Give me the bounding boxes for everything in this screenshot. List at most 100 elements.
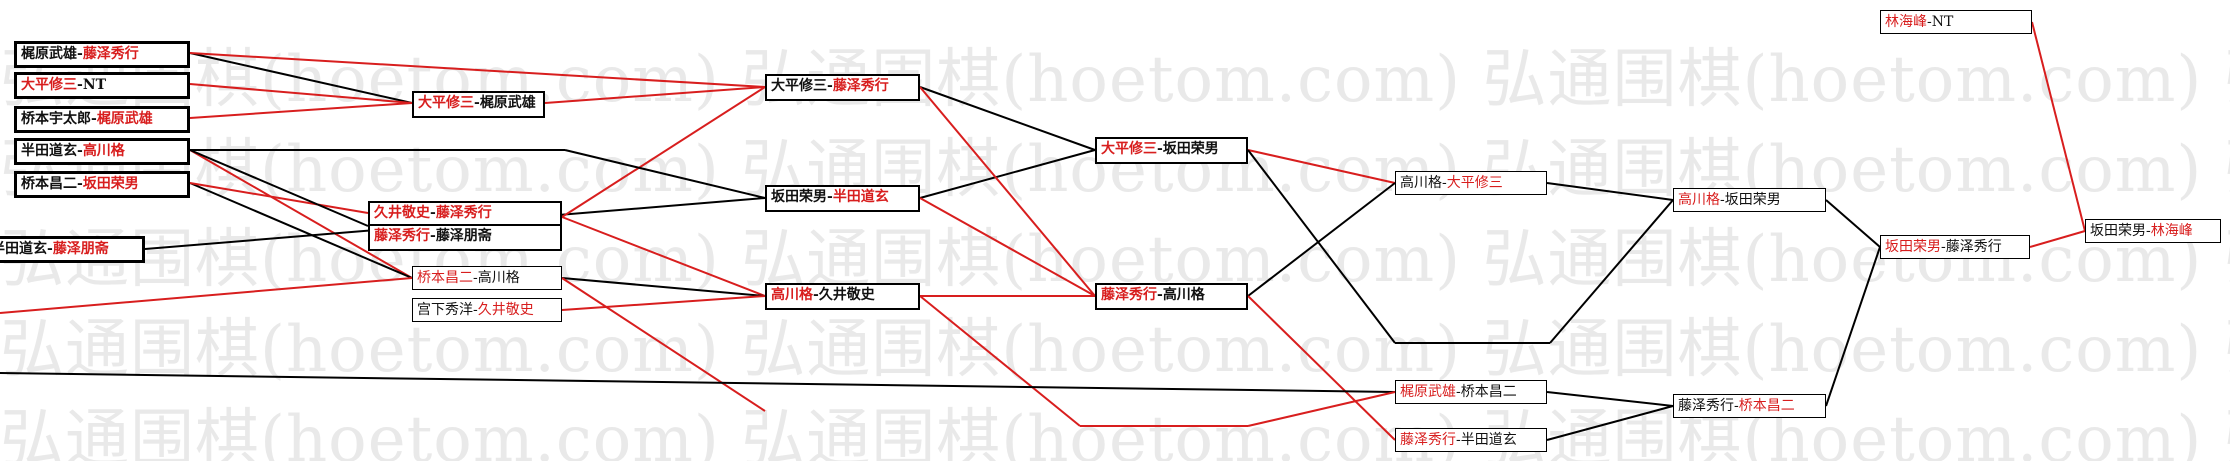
connector-line: [919, 149, 1096, 199]
match-node: 坂田荣男-藤泽秀行: [1880, 235, 2030, 259]
connector-line: [1825, 199, 1881, 248]
winner-name: 林海峰: [2150, 223, 2193, 239]
winner-name: 高川格: [1678, 192, 1720, 208]
player-name: 桥本宇太郎: [21, 111, 91, 127]
player-name: NT: [82, 77, 107, 93]
separator: -: [430, 228, 436, 244]
separator: -: [1456, 432, 1461, 448]
player-name: 久井敬史: [818, 287, 875, 303]
player-name: 半田道玄: [0, 241, 47, 257]
connector-line: [919, 86, 1096, 297]
connector-line: [1247, 295, 1396, 441]
winner-name: 桥本昌二: [417, 270, 473, 286]
separator: -: [1720, 192, 1725, 208]
match-node: 久井敬史-藤泽秀行: [368, 201, 562, 226]
connector-line: [1247, 182, 1396, 297]
separator: -: [473, 270, 478, 286]
match-node: 藤泽秀行-半田道玄: [1395, 428, 1547, 452]
winner-name: 久井敬史: [477, 302, 534, 318]
connector-line: [0, 277, 413, 314]
connector-line: [544, 86, 766, 104]
match-node: 桥本昌二-高川格: [412, 266, 562, 290]
player-name: 藤泽秀行: [1945, 239, 2002, 255]
final-match-node: 坂田荣男-林海峰: [2085, 219, 2221, 243]
separator: -: [91, 111, 97, 127]
winner-name: 藤泽秀行: [1101, 287, 1157, 303]
match-node: 大平修三-藤泽秀行: [765, 74, 920, 101]
watermark-line: 弘通围棋(hoetom.com) 弘通围棋(hoetom.com) 弘通围棋(h…: [0, 43, 2230, 117]
match-node: 桥本宇太郎-梶原武雄: [14, 106, 190, 133]
player-name: 坂田荣男: [1724, 192, 1781, 208]
player-name: 半田道玄: [21, 143, 77, 159]
match-node: 大平修三-梶原武雄: [412, 91, 545, 118]
connector-line: [189, 149, 369, 227]
player-name: 高川格: [1162, 287, 1205, 303]
winner-name: 坂田荣男: [1885, 239, 1941, 255]
watermark-line: 弘通围棋(hoetom.com) 弘通围棋(hoetom.com) 弘通围棋(h…: [0, 403, 2230, 461]
player-name: 藤泽朋斋: [435, 228, 492, 244]
match-node: 高川格-坂田荣男: [1673, 188, 1826, 212]
match-node: 桥本昌二-坂田荣男: [14, 171, 190, 198]
separator: -: [77, 176, 83, 192]
separator: -: [1157, 287, 1163, 303]
player-name: 坂田荣男: [2090, 223, 2146, 239]
connector-line: [561, 295, 766, 311]
connector-line: [1247, 149, 1396, 184]
connector-line: [561, 277, 766, 297]
winner-name: 桥本昌二: [1738, 398, 1795, 414]
separator: -: [473, 302, 478, 318]
separator: -: [1157, 141, 1163, 157]
connector-line: [189, 52, 766, 88]
winner-name: 藤泽秀行: [82, 46, 139, 62]
player-name: 半田道玄: [1460, 432, 1517, 448]
connector-line: [189, 149, 413, 279]
connector-line: [1546, 405, 1674, 441]
winner-name: 大平修三: [1101, 141, 1157, 157]
player-name: 桥本昌二: [21, 176, 77, 192]
separator: -: [1734, 398, 1739, 414]
player-name: 藤泽秀行: [1678, 398, 1734, 414]
connector-line: [1549, 199, 1674, 344]
winner-name: 大平修三: [418, 95, 474, 111]
match-node: 藤泽秀行-藤泽朋斋: [368, 224, 562, 251]
connector-line: [919, 86, 1096, 151]
separator: -: [2146, 223, 2151, 239]
separator: -: [47, 241, 53, 257]
match-node: 高川格-大平修三: [1395, 171, 1547, 195]
connector-line: [561, 277, 766, 412]
winner-name: 梶原武雄: [1400, 384, 1456, 400]
separator: -: [77, 143, 83, 159]
connector-line: [919, 295, 1081, 427]
match-node: 大平修三-NT: [14, 72, 190, 99]
winner-name: 坂田荣男: [82, 176, 139, 192]
player-name: 高川格: [477, 270, 520, 286]
separator: -: [77, 77, 83, 93]
connector-line: [0, 372, 1396, 393]
winner-name: 藤泽秀行: [374, 228, 430, 244]
winner-name: 大平修三: [21, 77, 77, 93]
separator: -: [474, 95, 480, 111]
winner-name: 藤泽秀行: [1400, 432, 1456, 448]
match-node: 半田道玄-藤泽朋斋: [0, 236, 145, 263]
player-name: NT: [1931, 14, 1954, 30]
connector-line: [561, 216, 766, 297]
connector-line: [561, 86, 766, 218]
winner-name: 藤泽朋斋: [52, 241, 109, 257]
connector-line: [564, 149, 766, 199]
connector-line: [2031, 21, 2086, 232]
player-name: 梶原武雄: [21, 46, 77, 62]
connector-line: [1247, 391, 1396, 427]
connector-line: [2029, 230, 2086, 248]
connector-line: [189, 52, 413, 104]
winner-name: 高川格: [771, 287, 813, 303]
connector-line: [919, 197, 1096, 297]
winner-name: 梶原武雄: [96, 111, 153, 127]
winner-name: 高川格: [82, 143, 125, 159]
winner-name: 半田道玄: [832, 189, 889, 205]
player-name: 桥本昌二: [1460, 384, 1517, 400]
match-node: 大平修三-坂田荣男: [1095, 137, 1248, 164]
separator: -: [827, 78, 833, 94]
match-node: 梶原武雄-藤泽秀行: [14, 41, 190, 68]
